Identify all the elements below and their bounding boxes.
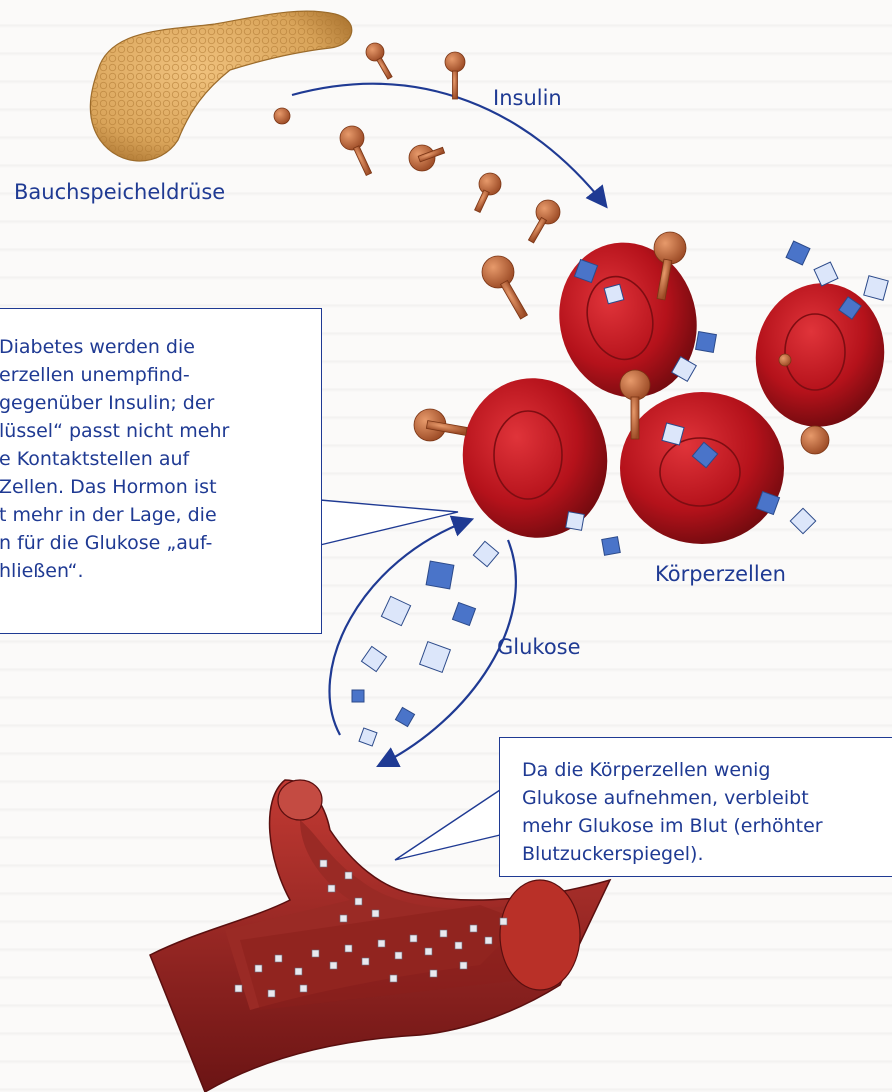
- callout-left-line: Zellen. Das Hormon ist: [0, 473, 321, 501]
- glucose-arrow-up: [330, 520, 470, 735]
- callout-right: Da die Körperzellen wenig Glukose aufneh…: [499, 737, 892, 877]
- callout-right-line: Blutzuckerspiegel).: [522, 840, 892, 868]
- label-pancreas: Bauchspeicheldrüse: [14, 180, 225, 204]
- callout-left-pointer: [320, 500, 458, 545]
- label-body-cells: Körperzellen: [655, 562, 786, 586]
- callout-left-line: t mehr in der Lage, die: [0, 501, 321, 529]
- label-insulin: Insulin: [493, 86, 562, 110]
- callout-right-pointer: [395, 790, 500, 860]
- callout-left-line: n für die Glukose „auf-: [0, 529, 321, 557]
- callout-left-line: e Kontaktstellen auf: [0, 445, 321, 473]
- label-glucose: Glukose: [497, 635, 581, 659]
- callout-right-line: Da die Körperzellen wenig: [522, 756, 892, 784]
- callout-left-line: lüssel“ passt nicht mehr: [0, 417, 321, 445]
- callout-left-line: erzellen unempfind-: [0, 361, 321, 389]
- callout-left-line: gegenüber Insulin; der: [0, 389, 321, 417]
- pancreas-illustration: [90, 11, 351, 161]
- callout-left-line: Diabetes werden die: [0, 333, 321, 361]
- callout-right-line: mehr Glukose im Blut (erhöhter: [522, 812, 892, 840]
- callout-right-line: Glukose aufnehmen, verbleibt: [522, 784, 892, 812]
- callout-left-line: hließen“.: [0, 557, 321, 585]
- callout-left: Diabetes werden die erzellen unempfind- …: [0, 308, 322, 634]
